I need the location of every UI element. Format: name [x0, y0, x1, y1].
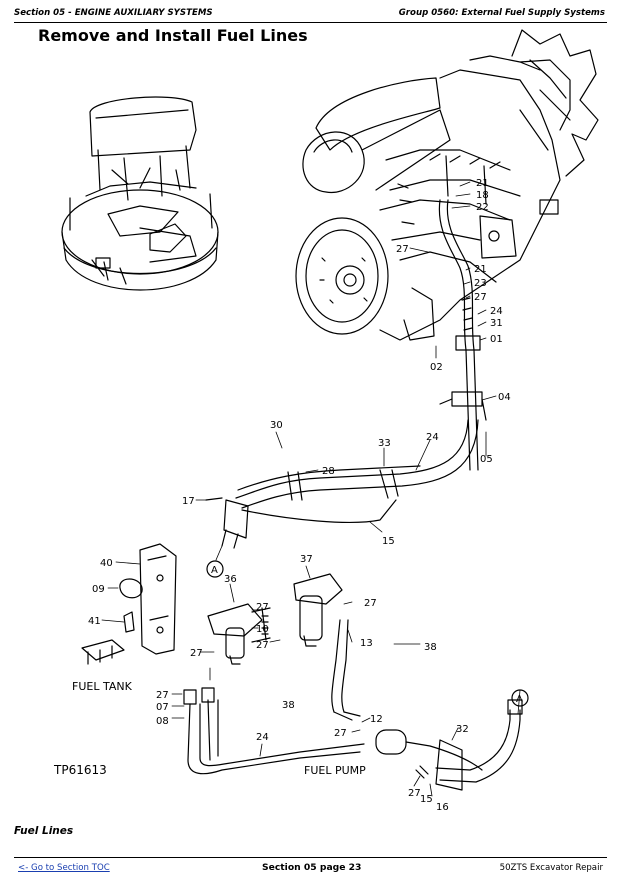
- callout-27-c: 27: [256, 602, 269, 613]
- callout-labels: 21 18 22 27 21 23 27 24 31 01 02 04 05 2…: [53, 178, 523, 813]
- callout-08: 08: [156, 716, 169, 727]
- tank-and-pump-lines: [183, 619, 523, 791]
- callout-27-e: 27: [364, 598, 377, 609]
- callout-27-h: 27: [334, 728, 347, 739]
- callout-24-a: 24: [490, 306, 503, 317]
- callout-09: 09: [92, 584, 105, 595]
- callout-02: 02: [430, 362, 443, 373]
- callout-36: 36: [224, 574, 237, 585]
- callout-18: 18: [476, 190, 489, 201]
- callout-12: 12: [370, 714, 383, 725]
- callout-leaders: [101, 181, 497, 797]
- callout-16: 16: [436, 802, 449, 813]
- footer-divider: [14, 857, 607, 858]
- callout-38-b: 38: [282, 700, 295, 711]
- callout-27-i: 27: [408, 788, 421, 799]
- callout-05: 05: [480, 454, 493, 465]
- callout-21-a: 21: [476, 178, 489, 189]
- callout-27-d: 27: [256, 640, 269, 651]
- marker-a-upper: [206, 560, 224, 578]
- callout-41: 41: [88, 616, 101, 627]
- callout-27-f: 27: [190, 648, 203, 659]
- callout-27-b: 27: [474, 292, 487, 303]
- callout-27-g: 27: [156, 690, 169, 701]
- callout-01: 01: [490, 334, 503, 345]
- callout-10: 10: [256, 624, 269, 635]
- callout-23: 23: [474, 278, 487, 289]
- page-number: Section 05 page 23: [262, 862, 362, 873]
- callout-31: 31: [490, 318, 503, 329]
- section-toc-link[interactable]: <- Go to Section TOC: [18, 863, 110, 873]
- callout-32: 32: [456, 724, 469, 735]
- callout-07: 07: [156, 702, 169, 713]
- callout-15-b: 15: [420, 794, 433, 805]
- header-divider: [14, 22, 607, 23]
- excavator-inset-illustration: [61, 96, 219, 291]
- callout-30: 30: [270, 420, 283, 431]
- main-fuel-lines: [205, 419, 479, 549]
- engine-illustration: [295, 29, 599, 341]
- callout-33: 33: [378, 438, 391, 449]
- callout-21-b: 21: [474, 264, 487, 275]
- engine-fuel-hose: [438, 199, 487, 471]
- callout-04: 04: [498, 392, 511, 403]
- section-header: Section 05 - ENGINE AUXILIARY SYSTEMS: [14, 8, 213, 18]
- marker-a-upper-label: A: [211, 565, 218, 576]
- callout-40: 40: [100, 558, 113, 569]
- callout-27-a: 27: [396, 244, 409, 255]
- page-title: Remove and Install Fuel Lines: [38, 26, 308, 45]
- callout-17: 17: [182, 496, 195, 507]
- figure-code: TP61613: [53, 763, 107, 777]
- fuel-pump-label: FUEL PUMP: [304, 764, 366, 777]
- marker-a-lower-label: A: [516, 694, 523, 705]
- callout-13: 13: [360, 638, 373, 649]
- callout-38-a: 38: [424, 642, 437, 653]
- figure-caption: Fuel Lines: [14, 825, 74, 837]
- callout-37: 37: [300, 554, 313, 565]
- callout-22: 22: [476, 202, 489, 213]
- group-header: Group 0560: External Fuel Supply Systems: [398, 8, 605, 18]
- model-name: 50ZTS Excavator Repair: [499, 863, 603, 873]
- callout-24-b: 24: [426, 432, 439, 443]
- fuel-tank-label: FUEL TANK: [72, 680, 133, 693]
- callout-28: 28: [322, 466, 335, 477]
- callout-15-a: 15: [382, 536, 395, 547]
- callout-24-c: 24: [256, 732, 269, 743]
